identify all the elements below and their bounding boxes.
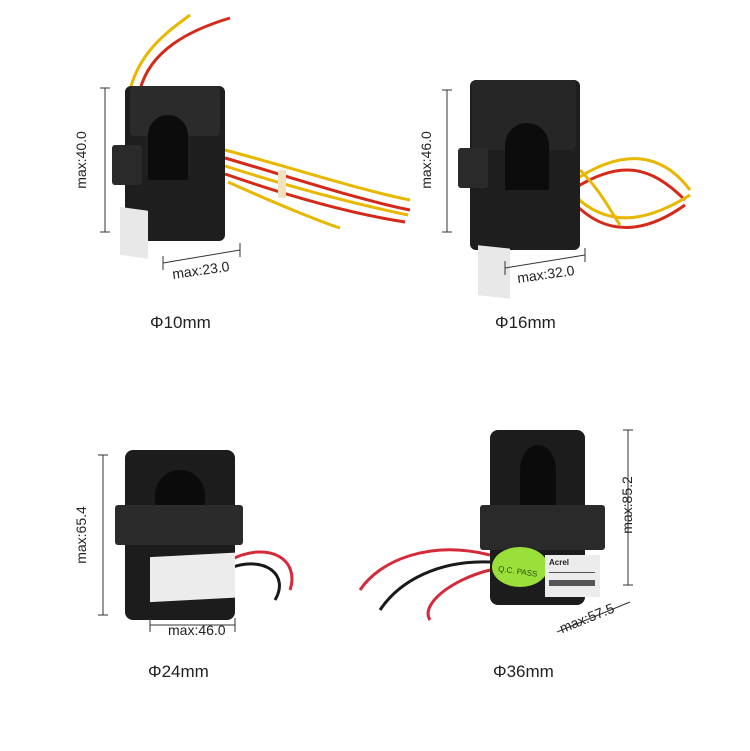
height-dimension-label: max:65.4 (72, 506, 89, 564)
current-transformer-24mm (115, 450, 294, 620)
current-transformer-16mm (458, 80, 692, 299)
current-transformer-36mm (358, 430, 605, 621)
brand-label: Acrel (549, 558, 570, 567)
height-dimension-label: max:40.0 (72, 131, 89, 189)
dimension-lines (98, 87, 633, 633)
height-dimension-label: max:46.0 (417, 131, 434, 189)
height-dimension-label: max:85.2 (618, 476, 635, 534)
width-dimension-label: max:46.0 (168, 622, 226, 638)
current-transformer-10mm (112, 13, 411, 259)
product-caption: Φ16mm (495, 313, 556, 332)
product-caption: Φ36mm (493, 662, 554, 681)
product-caption: Φ10mm (150, 313, 211, 332)
product-caption: Φ24mm (148, 662, 209, 681)
